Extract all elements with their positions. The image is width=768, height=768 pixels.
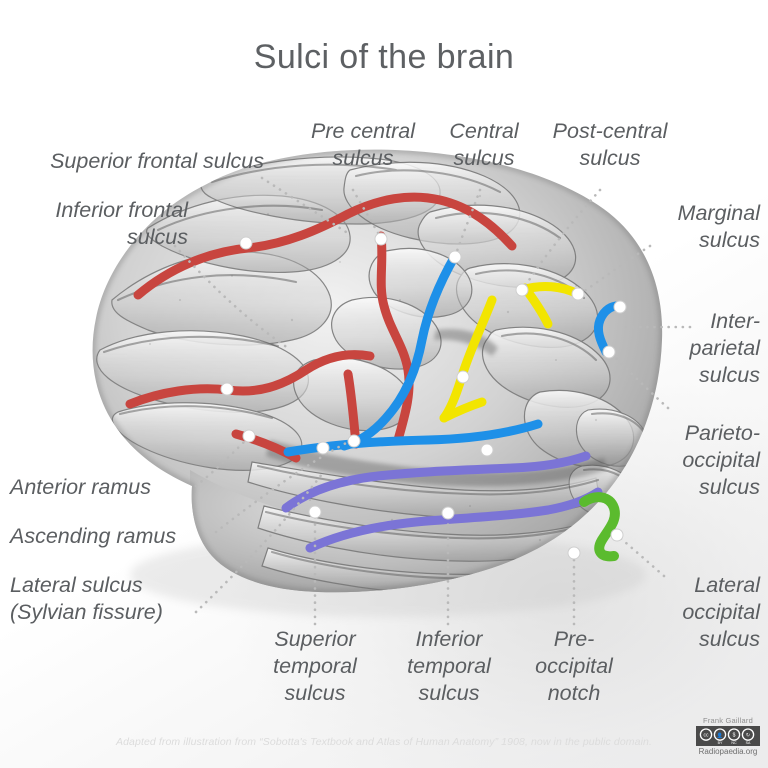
- sulci-overlays: [125, 192, 625, 562]
- leader-pre-central: [351, 188, 383, 240]
- label-anterior-ramus: Anterior ramus: [10, 475, 151, 499]
- sulcus-line-inter-parietal: [593, 301, 625, 357]
- label-marginal-sulcus: Marginal sulcus: [677, 201, 760, 252]
- svg-text:NC: NC: [731, 741, 737, 745]
- leader-post-central: [522, 188, 602, 290]
- leader-parieto-occipital: [610, 352, 670, 410]
- page-title: Sulci of the brain: [253, 38, 515, 76]
- label-inferior-frontal-sulcus: Inferior frontal sulcus: [55, 198, 188, 249]
- license-badge[interactable]: Frank Gaillard cc 👤 $ ↻ BY NC SA Radiopa…: [694, 716, 762, 756]
- svg-text:SA: SA: [746, 741, 751, 745]
- label-pre-occipital-notch: Pre- occipital notch: [535, 627, 613, 705]
- anchor-dots: [220, 232, 627, 560]
- label-central-sulcus: Central sulcus: [449, 119, 519, 170]
- svg-text:BY: BY: [718, 741, 723, 745]
- label-inter-parietal-sulcus: Inter- parietal sulcus: [689, 309, 760, 387]
- label-lateral-occipital-sulcus: Lateral occipital sulcus: [682, 573, 760, 651]
- leader-marginal: [578, 244, 652, 296]
- leader-lateral-sulcus: [194, 472, 324, 614]
- leader-central: [454, 188, 482, 256]
- label-ascending-ramus: Ascending ramus: [10, 524, 177, 548]
- leader-anterior-ramus: [194, 436, 250, 488]
- svg-text:$: $: [733, 733, 736, 739]
- sulcus-line-pre-central: [376, 231, 414, 445]
- label-superior-temporal-sulcus: Superior temporal sulcus: [273, 627, 357, 705]
- svg-text:↻: ↻: [746, 733, 750, 739]
- sulcus-line-lateral-occipital: [579, 492, 620, 562]
- author-name: Frank Gaillard: [703, 716, 753, 725]
- leader-inferior-frontal: [173, 244, 290, 350]
- sulcus-line-superior-temporal: [281, 451, 591, 513]
- label-lateral-sulcus: Lateral sulcus (Sylvian fissure): [10, 573, 163, 624]
- sulcus-line-central: [339, 251, 460, 451]
- sulcus-line-superior-frontal: [133, 192, 517, 300]
- leader-superior-frontal: [260, 176, 348, 234]
- label-parieto-occipital-sulcus: Parieto- occipital sulcus: [682, 421, 760, 499]
- leader-ascending-ramus: [214, 438, 354, 534]
- svg-text:👤: 👤: [717, 732, 723, 739]
- svg-text:cc: cc: [704, 732, 710, 738]
- label-post-central-sulcus: Post-central sulcus: [552, 119, 668, 170]
- attribution-footer: Adapted from illustration from “Sobotta'…: [116, 736, 652, 748]
- creative-commons-icon: cc 👤 $ ↻ BY NC SA: [696, 726, 760, 746]
- label-inferior-temporal-sulcus: Inferior temporal sulcus: [407, 627, 491, 705]
- source-site: Radiopaedia.org: [698, 747, 758, 756]
- label-pre-central-sulcus: Pre central sulcus: [311, 119, 415, 170]
- sulcus-line-inferior-temporal: [305, 487, 603, 553]
- label-superior-frontal-sulcus: Superior frontal sulcus: [50, 149, 264, 173]
- leader-lines: [173, 176, 692, 626]
- sulcus-line-marginal-ext: [439, 397, 487, 423]
- sulcus-line-inferior-frontal: [125, 350, 375, 409]
